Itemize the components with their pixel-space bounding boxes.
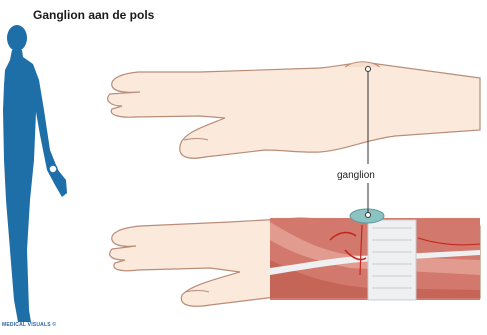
body-silhouette-icon — [3, 25, 67, 322]
page-title: Ganglion aan de pols — [33, 8, 154, 22]
hand-anatomy-view — [110, 209, 480, 306]
ganglion-label: ganglion — [337, 170, 375, 181]
credit-text: MEDICAL VISUALS © — [2, 322, 56, 328]
hand-skin-view — [108, 62, 480, 158]
location-marker-icon — [49, 165, 57, 173]
